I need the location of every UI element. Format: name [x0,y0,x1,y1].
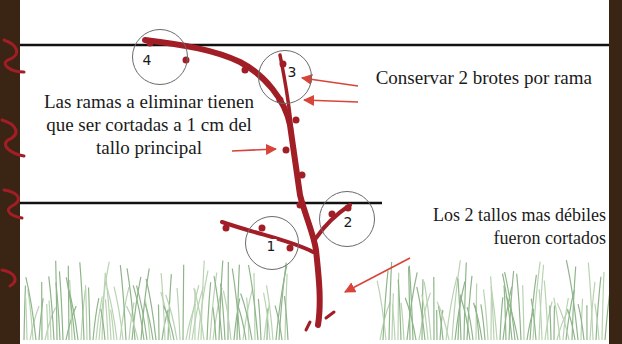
note-text: Conservar 2 brotes por rama [366,66,592,89]
callout-circle: 1 [245,216,299,270]
lower-wire [20,202,382,205]
callout-number: 1 [266,239,277,253]
vine [2,40,350,330]
callout-circle: 2 [319,191,375,247]
note-text: Los 2 tallos mas débiles fueron cortados [400,204,606,250]
top-wire [20,44,609,47]
note-text: Las ramas a eliminar tienen que ser cort… [32,90,266,159]
callout-circle: 3 [258,50,312,104]
right-post [609,0,622,344]
callout-number: 2 [343,215,354,229]
callout-circle: 4 [132,29,188,85]
callout-number: 3 [287,65,298,79]
leader-arrows [232,78,410,292]
callout-number: 4 [142,53,153,67]
